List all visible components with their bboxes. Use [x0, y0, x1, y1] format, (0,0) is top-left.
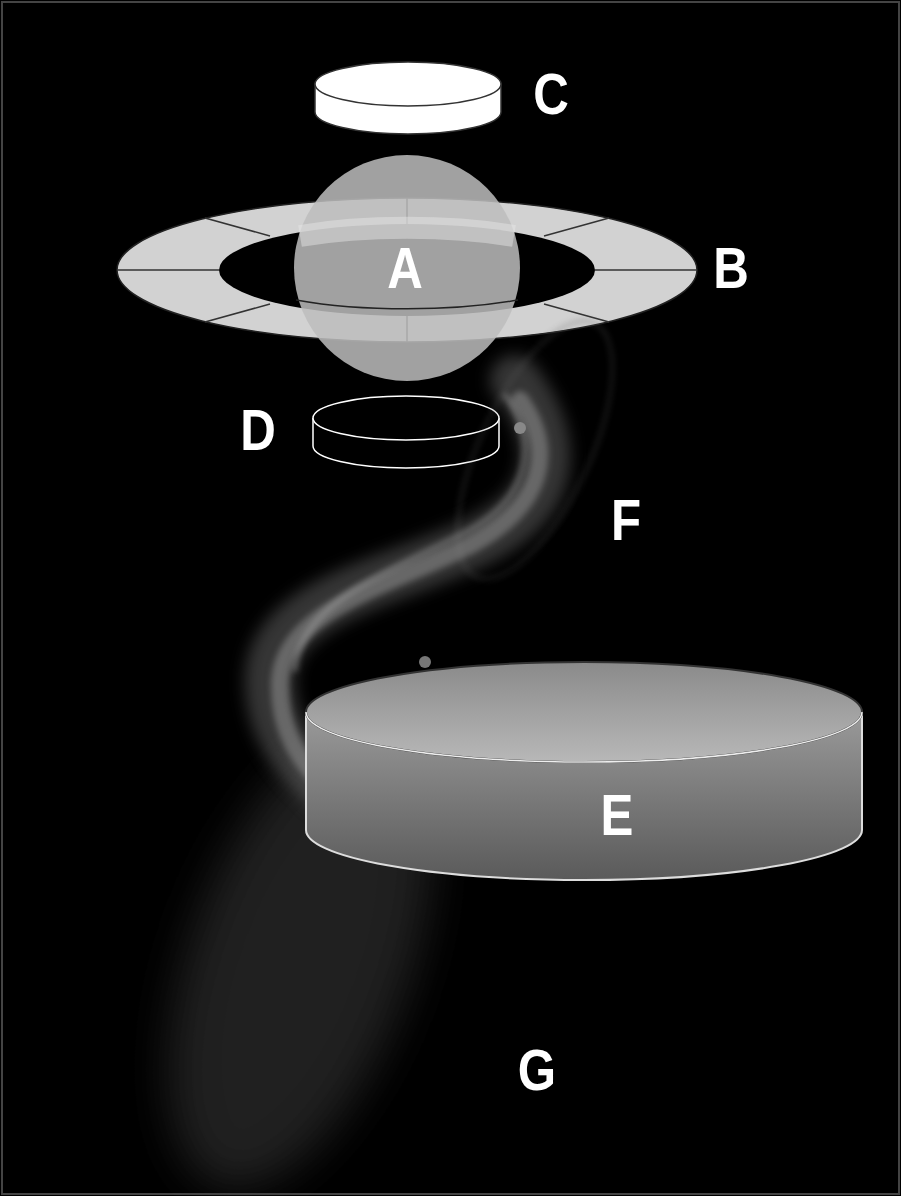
part-letter: E — [601, 786, 634, 844]
part-letter: B — [713, 239, 749, 297]
sphere-a — [294, 155, 520, 381]
cylinder-e — [306, 662, 862, 880]
part-letter: A — [387, 239, 423, 297]
disc-d — [313, 396, 499, 468]
part-letter: F — [611, 491, 641, 549]
part-letter: G — [518, 1041, 556, 1099]
part-letter: C — [533, 65, 569, 123]
disc-c — [315, 62, 501, 134]
part-letter: D — [240, 401, 276, 459]
